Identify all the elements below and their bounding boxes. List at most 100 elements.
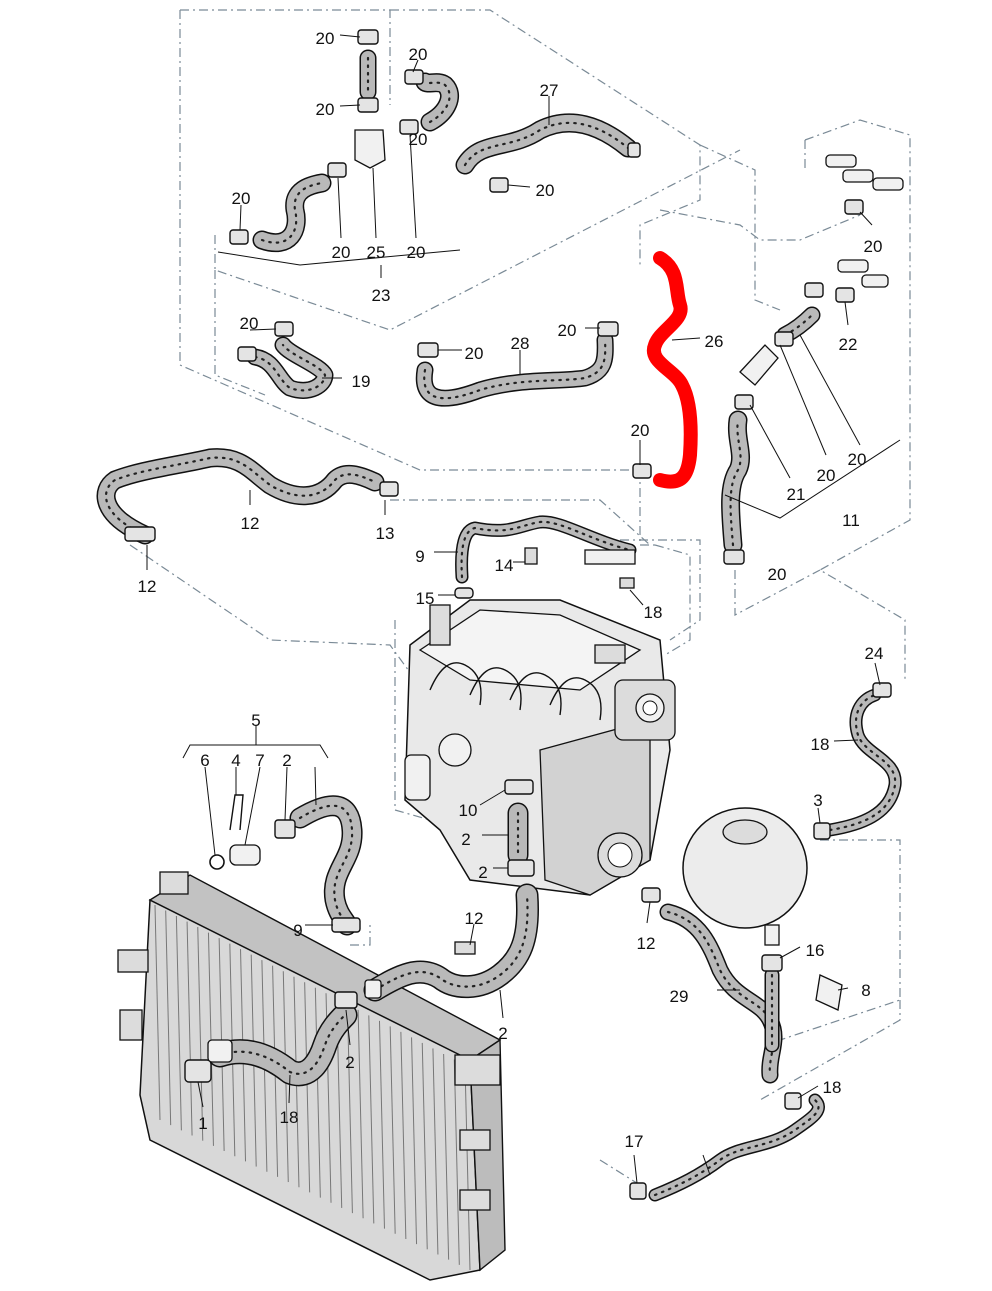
part-number-label: 20 [817,466,836,485]
part-number-label: 20 [316,100,335,119]
part-number-label: 5 [251,711,260,730]
part-number-label: 2 [498,1024,507,1043]
hose-19 [248,338,332,398]
part-number-label: 7 [255,751,264,770]
part-number-label: 20 [558,321,577,340]
part-number-label: 18 [811,735,830,754]
radiator [117,871,506,1281]
part-number-label: 20 [407,243,426,262]
hose-26-highlight [646,251,698,489]
part-number-label: 21 [787,485,806,504]
clamps-and-fittings [124,29,904,1200]
part-number-label: 27 [540,81,559,100]
part-number-label: 29 [670,987,689,1006]
part-number-label: 8 [861,981,870,1000]
hose-22-stub [783,313,814,337]
hose-20-curved [423,80,451,124]
hose-28 [423,338,607,400]
part-number-label: 26 [705,332,724,351]
hose-8 [365,885,538,1000]
radiator-fin [389,1026,396,1234]
part-number-label: 20 [316,29,335,48]
part-number-label: 23 [372,286,391,305]
part-number-label: 18 [823,1078,842,1097]
dashed-outlines [129,9,911,1186]
part-number-label: 17 [625,1132,644,1151]
radiator-fin [197,927,204,1141]
part-number-label: 24 [865,644,884,663]
part-number-label: 2 [282,751,291,770]
part-number-label: 20 [536,181,555,200]
part-number-label: 6 [200,751,209,770]
part-number-label: 9 [293,921,302,940]
radiator-fin [443,1053,450,1260]
part-number-label: 3 [813,791,822,810]
radiator-fin [400,1031,407,1239]
hose-13 [460,520,632,579]
part-number-label: 25 [367,243,386,262]
part-number-label: 13 [376,524,395,543]
part-number-label: 20 [631,421,650,440]
hose-27 [463,121,630,167]
part-number-label: 18 [644,603,663,622]
part-number-label: 14 [495,556,514,575]
part-number-label: 22 [839,335,858,354]
part-number-label: 10 [459,801,478,820]
part-number-label: 12 [637,934,656,953]
radiator-fin [368,1015,375,1224]
part-number-label: 2 [345,1053,354,1072]
leader-lines [146,34,901,1184]
part-number-label: 18 [280,1108,299,1127]
part-number-label: 9 [415,547,424,566]
hose-1 [218,1013,347,1075]
part-number-label: 12 [138,577,157,596]
radiator-fin [154,904,161,1121]
hose-21 [729,418,742,547]
hose-16 [666,910,776,1077]
part-number-label: 20 [332,243,351,262]
radiator-fin [207,932,214,1146]
part-number-label: 20 [465,344,484,363]
part-number-label: 2 [461,830,470,849]
hose-27 [457,114,636,173]
hose-21 [722,412,749,553]
part-number-label: 2 [478,863,487,882]
radiator-fin [186,921,193,1136]
radiator-fin [357,1009,364,1219]
radiator-fin [378,1020,385,1229]
part-number-label: 20 [848,450,867,469]
radiator-fin [453,1059,460,1265]
radiator-fin [175,916,182,1131]
hose-8 [373,893,529,992]
part-number-label: 12 [241,514,260,533]
radiator-fin [464,1064,471,1271]
part-number-label: 16 [806,941,825,960]
part-number-label: 20 [409,45,428,64]
part-number-label: 4 [231,751,240,770]
radiator-fin [421,1042,428,1250]
part-number-label: 20 [232,189,251,208]
hose-7-upper [298,804,354,927]
engine-block [404,599,676,896]
part-number-label: 11 [842,511,860,530]
radiator-fin [165,910,172,1126]
part-number-label: 19 [352,372,371,391]
part-number-label: 20 [240,314,259,333]
part-number-label: 20 [409,130,428,149]
part-number-label: 28 [511,334,530,353]
radiator-fin [411,1037,418,1245]
hose-17 [653,1098,820,1197]
hose-24 [828,693,897,832]
hose-17 [650,1095,824,1200]
hose-11 [105,456,377,537]
part-number-label: 20 [864,237,883,256]
hose-left-upper [260,181,324,244]
radiator-fin [346,1004,353,1214]
radiator-fin [432,1048,439,1255]
part-number-label: 15 [416,589,435,608]
radiator-fin [314,987,321,1198]
part-number-label: 12 [465,909,484,928]
radiator-fin [304,982,311,1193]
